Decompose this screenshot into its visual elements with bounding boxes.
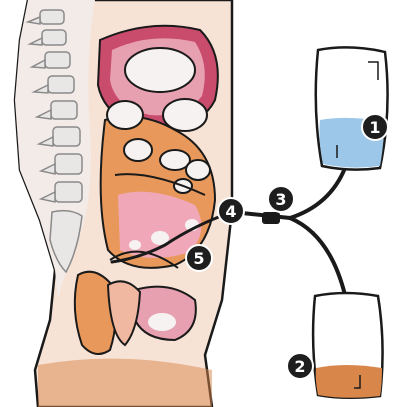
marker-3: 3: [268, 186, 294, 212]
marker-5-label: 5: [193, 249, 204, 268]
marker-1-label: 1: [369, 118, 380, 137]
marker-4: 4: [218, 198, 244, 224]
bowel-loop: [129, 240, 141, 250]
bowel-loop: [107, 101, 143, 129]
vertebra: [40, 10, 64, 24]
tube-to-drain-bag: [290, 218, 345, 295]
transfer-set-connector: [262, 212, 280, 224]
vertebra: [55, 182, 82, 202]
drainage-bag: [313, 293, 382, 398]
bladder-inner: [148, 313, 176, 331]
vertebra: [42, 30, 66, 45]
stomach: [125, 48, 195, 92]
marker-3-label: 3: [275, 190, 286, 209]
vertebra: [53, 127, 80, 146]
fresh-solution-bag: [316, 47, 388, 169]
vertebra: [45, 52, 70, 68]
marker-2: 2: [287, 353, 313, 379]
marker-2-label: 2: [294, 357, 305, 376]
bowel-loop: [186, 160, 210, 180]
bowel-loop: [124, 139, 152, 161]
vertebra: [55, 154, 82, 174]
tube-to-fresh-bag: [290, 168, 345, 218]
drain-bag-fluid: [316, 365, 382, 398]
vertebra: [51, 101, 77, 119]
thigh: [38, 359, 212, 407]
marker-5: 5: [186, 245, 212, 271]
vertebra: [48, 76, 74, 93]
marker-4-label: 4: [225, 202, 236, 221]
marker-1: 1: [362, 114, 388, 140]
